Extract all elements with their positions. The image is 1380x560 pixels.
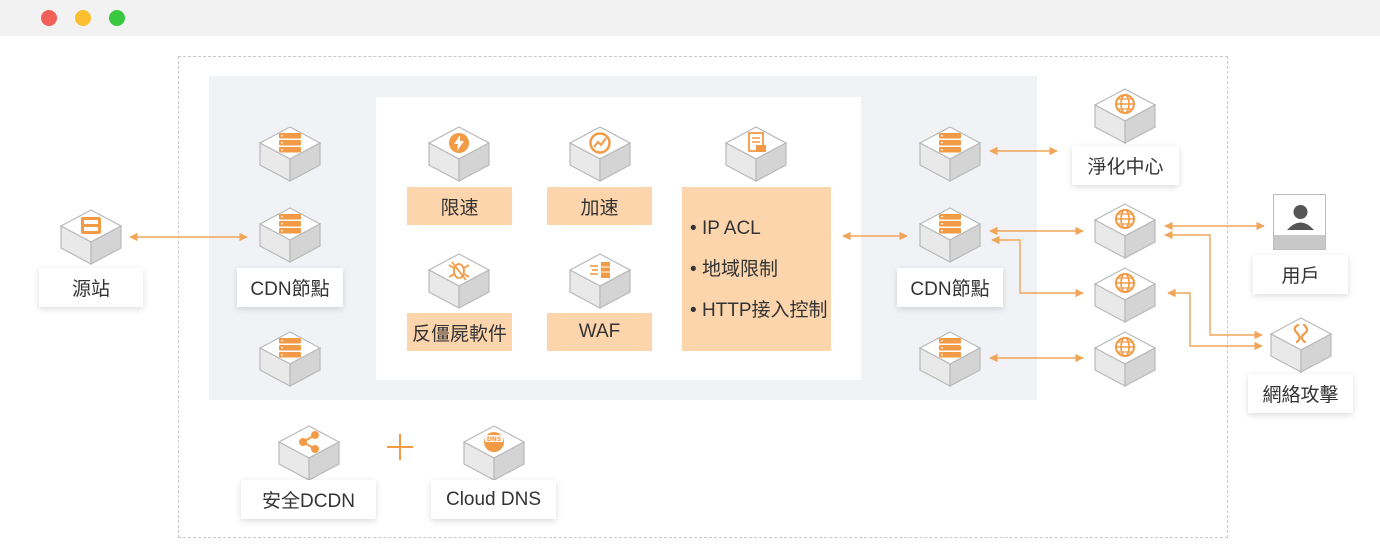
rate-limit-label: 限速	[407, 187, 512, 225]
server-stack-icon	[279, 214, 301, 234]
plus-icon	[387, 434, 413, 460]
acl-node	[725, 126, 787, 182]
close-window-button[interactable]	[41, 10, 57, 26]
access-control-box: • IP ACL • 地域限制 • HTTP接入控制	[682, 187, 831, 351]
origin-server-node	[60, 209, 122, 265]
anti-bot-node	[428, 253, 490, 309]
server-stack-icon	[939, 214, 961, 234]
lightning-icon	[449, 133, 469, 153]
cloud-dns-node: DNS	[463, 425, 525, 481]
acl-document-icon	[748, 132, 766, 152]
minimize-window-button[interactable]	[75, 10, 91, 26]
acl-item-ip: • IP ACL	[690, 218, 761, 239]
network-attack-label: 網絡攻擊	[1248, 374, 1353, 413]
waf-label: WAF	[547, 313, 652, 351]
cdn-left-node-3	[259, 331, 321, 387]
firewall-icon	[590, 262, 610, 278]
acceleration-node	[569, 126, 631, 182]
cdn-right-node-2	[919, 207, 981, 263]
globe-attack-link-1	[1164, 230, 1263, 340]
waf-node	[569, 253, 631, 309]
cdn-right-label: CDN節點	[897, 268, 1003, 307]
acceleration-label: 加速	[547, 187, 652, 225]
window-titlebar	[0, 0, 1380, 36]
user-avatar-card	[1273, 194, 1326, 250]
server-stack-icon	[279, 338, 301, 358]
server-stack-icon	[939, 133, 961, 153]
acl-item-geo: • 地域限制	[690, 259, 778, 280]
cdn-right-node-3	[919, 331, 981, 387]
cdn-left-label: CDN節點	[237, 268, 343, 307]
dns-globe-icon: DNS	[484, 432, 504, 452]
share-network-icon	[299, 431, 319, 453]
attack-link-icon	[1293, 323, 1309, 344]
user-icon	[1274, 205, 1325, 249]
anti-bot-label: 反僵屍軟件	[407, 313, 512, 351]
speedometer-icon	[589, 132, 611, 154]
cloud-dns-label: Cloud DNS	[431, 480, 556, 519]
scrubbing-center-label: 淨化中心	[1072, 146, 1179, 185]
acl-item-http: • HTTP接入控制	[690, 300, 828, 321]
edge-globe-node-3	[1094, 331, 1156, 387]
cdn-right-node-1	[919, 126, 981, 182]
network-attack-node	[1270, 317, 1332, 373]
server-stack-icon	[939, 338, 961, 358]
user-label: 用戶	[1253, 255, 1348, 294]
cdn-globe-link-2	[991, 235, 1084, 298]
edge-globe-node-1	[1094, 203, 1156, 259]
security-dcdn-label: 安全DCDN	[241, 480, 376, 519]
server-icon	[81, 217, 101, 234]
globe-attack-link-2	[1167, 288, 1263, 351]
cdn-left-node-2	[259, 207, 321, 263]
security-dcdn-node	[278, 425, 340, 481]
origin-label: 源站	[39, 268, 143, 307]
scrubbing-center-node	[1094, 88, 1156, 144]
cdn-left-node-1	[259, 126, 321, 182]
rate-limit-node	[428, 126, 490, 182]
server-stack-icon	[279, 133, 301, 153]
svg-text:DNS: DNS	[487, 436, 501, 443]
bug-icon	[448, 261, 470, 281]
edge-globe-node-2	[1094, 267, 1156, 323]
zoom-window-button[interactable]	[109, 10, 125, 26]
